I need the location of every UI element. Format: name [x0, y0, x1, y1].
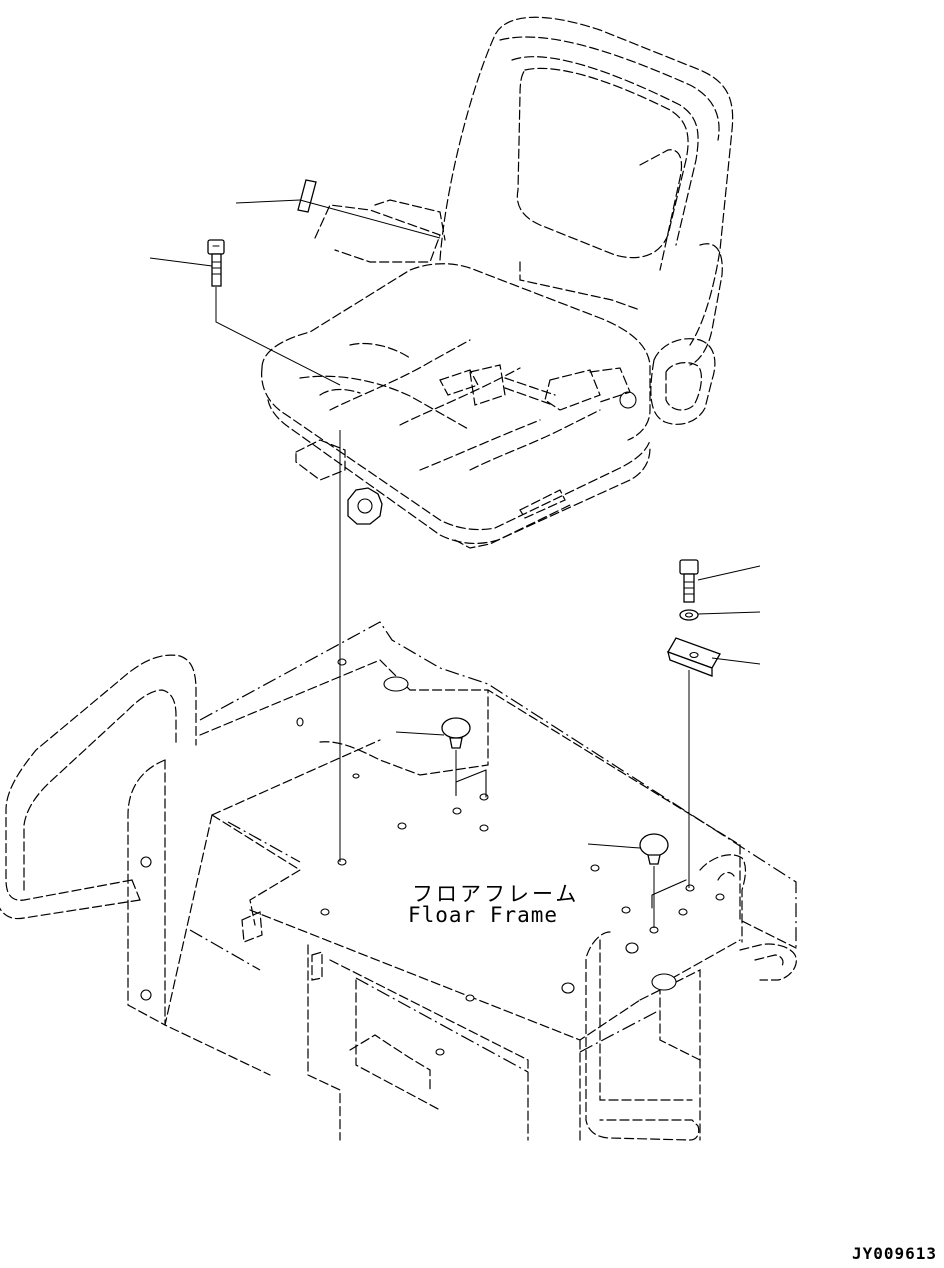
handrail-icon [585, 854, 797, 1141]
seat-icon [261, 16, 734, 549]
bolt-icon [679, 559, 699, 603]
handrail-icon [0, 654, 197, 920]
seatbelt-icon [439, 364, 637, 411]
plug-icon [639, 833, 669, 865]
floor-frame-icon [127, 621, 797, 1141]
tag-icon [297, 179, 317, 213]
leader-lines [149, 199, 761, 928]
drawing-id: JY009613 [852, 1244, 938, 1263]
floor-frame-label-en: Floar Frame [408, 903, 559, 927]
bracket-icon [667, 637, 721, 677]
floor-frame-label-jp: フロアフレーム [412, 882, 580, 906]
cap-bolt-icon [207, 239, 225, 287]
washer-icon [679, 609, 699, 621]
plug-icon [441, 717, 471, 749]
